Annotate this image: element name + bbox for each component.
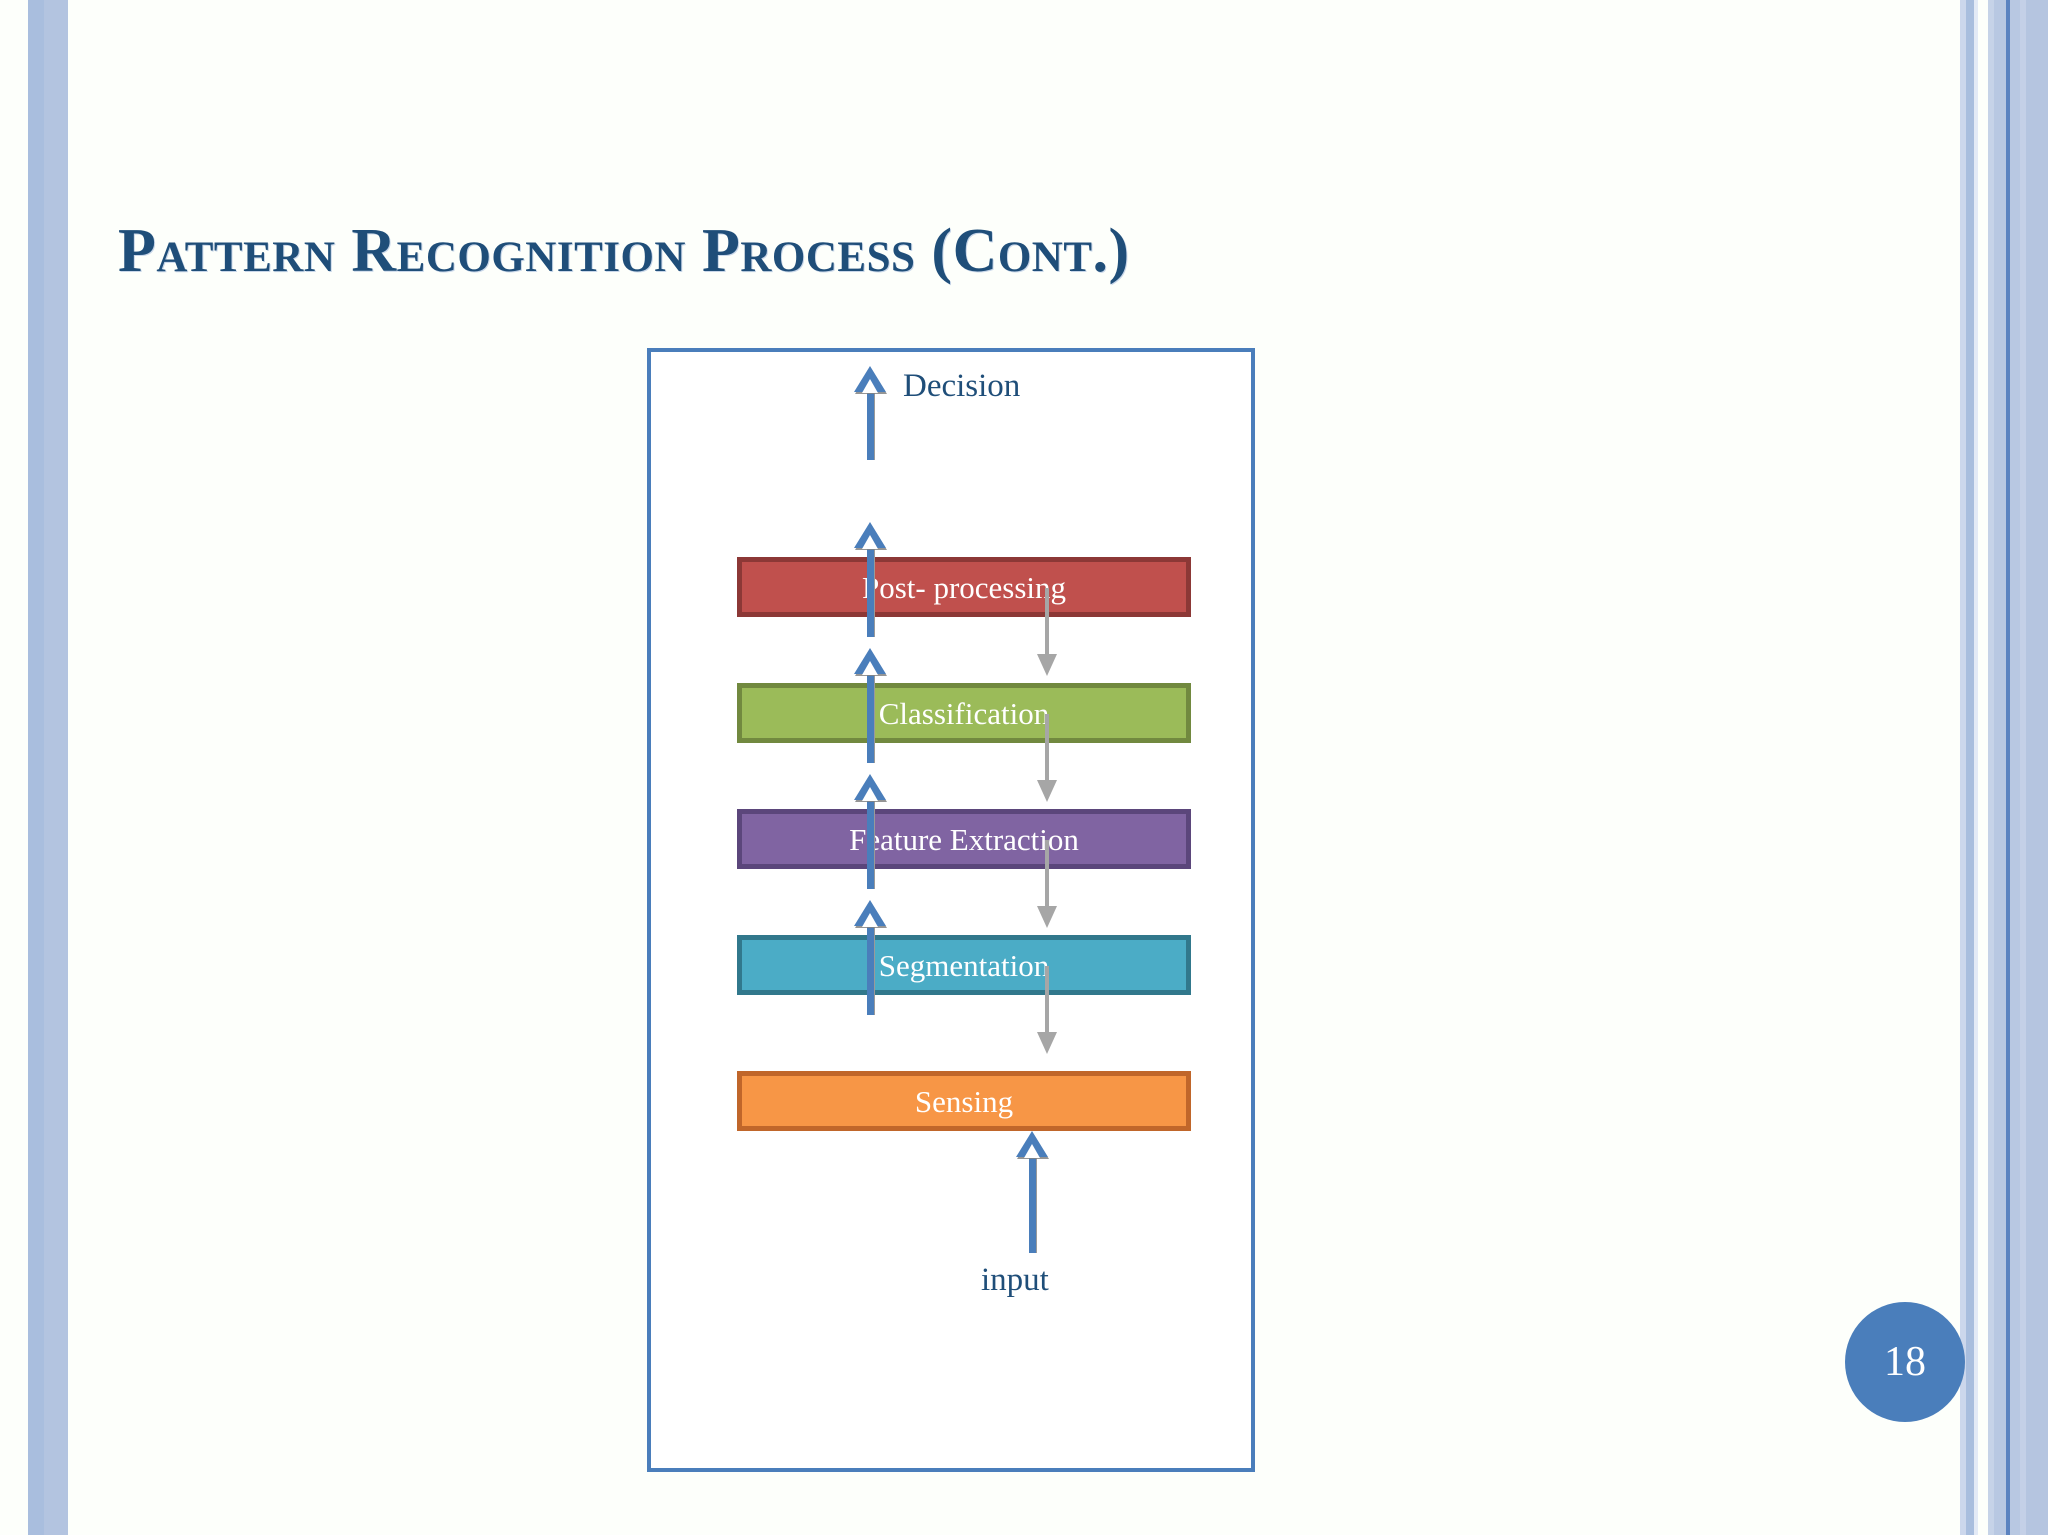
decision-up-arrow-icon: [854, 366, 886, 460]
arrow-notch: [862, 787, 878, 801]
down-arrow-classification-to-feature-icon: [1037, 714, 1057, 802]
arrow-shaft: [1045, 588, 1049, 658]
right-edge-stripe-2: [1966, 0, 1974, 1535]
right-edge-stripe-8: [2010, 0, 2020, 1535]
right-edge-stripe-3: [1974, 0, 1978, 1535]
stage-box-segmentation[interactable]: Segmentation: [737, 935, 1191, 995]
input-label: input: [981, 1262, 1049, 1298]
arrow-head: [1037, 906, 1057, 928]
arrow-notch: [862, 913, 878, 927]
down-arrow-segmentation-to-sensing-icon: [1037, 966, 1057, 1054]
arrow-notch: [1024, 1144, 1040, 1158]
right-edge-stripe-6: [1994, 0, 2006, 1535]
stage-box-post-processing[interactable]: Post- processing: [737, 557, 1191, 617]
arrow-shaft: [867, 538, 874, 637]
left-edge-stripe-2: [44, 0, 68, 1535]
left-edge-stripe-1: [28, 0, 44, 1535]
up-arrow-classification-to-post: [854, 522, 886, 637]
up-arrow-sensing-to-segmentation: [854, 900, 886, 1015]
arrow-shaft: [1045, 840, 1049, 910]
stage-box-feature-extraction[interactable]: Feature Extraction: [737, 809, 1191, 869]
arrow-shaft: [1045, 714, 1049, 784]
arrow-shaft: [867, 382, 874, 460]
right-edge-stripe-1: [1960, 0, 1966, 1535]
up-arrow-feature-to-classification: [854, 648, 886, 763]
arrow-head: [1037, 654, 1057, 676]
arrow-shaft: [1045, 966, 1049, 1036]
input-up-arrow-icon: [1016, 1131, 1048, 1253]
arrow-notch: [862, 379, 878, 393]
arrow-head: [1037, 1032, 1057, 1054]
arrow-shaft: [867, 916, 874, 1015]
down-arrow-feature-to-segmentation-icon: [1037, 840, 1057, 928]
arrow-head: [1037, 780, 1057, 802]
arrow-shaft: [1029, 1147, 1036, 1253]
page-number-badge: 18: [1845, 1302, 1965, 1422]
page-title: Pattern Recognition Process (Cont.): [118, 217, 1130, 285]
arrow-shaft: [867, 790, 874, 889]
diagram-frame: Decision: [647, 348, 1255, 1472]
arrow-shaft: [867, 664, 874, 763]
right-edge-stripe-5: [1988, 0, 1994, 1535]
right-edge-stripe-4: [1978, 0, 1988, 1535]
decision-label: Decision: [903, 368, 1021, 404]
right-edge-stripe-7: [2006, 0, 2010, 1535]
right-edge-stripe-9: [2020, 0, 2026, 1535]
right-edge-stripe-10: [2026, 0, 2048, 1535]
stage-box-classification[interactable]: Classification: [737, 683, 1191, 743]
arrow-notch: [862, 535, 878, 549]
up-arrow-segmentation-to-feature: [854, 774, 886, 889]
arrow-notch: [862, 661, 878, 675]
stage-box-sensing[interactable]: Sensing: [737, 1071, 1191, 1131]
down-arrow-post-to-classification-icon: [1037, 588, 1057, 676]
